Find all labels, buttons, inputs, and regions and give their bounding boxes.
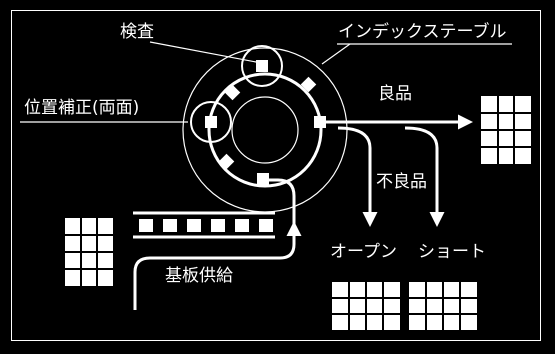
leader-inspection	[149, 41, 257, 63]
label-short: ショート	[418, 242, 486, 262]
supply-arrow	[133, 221, 302, 310]
label-open: オープン	[330, 242, 397, 262]
open-arrow	[337, 126, 378, 227]
station-output	[314, 116, 326, 128]
station-inspection	[256, 60, 268, 72]
short-arrow	[404, 126, 445, 227]
station-correction	[205, 116, 217, 128]
board-conveyor	[133, 211, 275, 239]
station-input	[257, 173, 269, 185]
inspection-station-ring	[241, 45, 283, 87]
label-board-supply: 基板供給	[165, 266, 233, 286]
label-position-correction: 位置補正(両面)	[24, 98, 140, 118]
label-defective: 不良品	[376, 172, 427, 192]
label-good: 良品	[378, 84, 412, 104]
transfer-path	[207, 72, 323, 188]
leader-index-table	[321, 43, 351, 65]
correction-station-ring	[190, 101, 232, 143]
label-inspection: 検査	[120, 22, 154, 42]
supply-return	[269, 178, 296, 229]
diagram-frame	[11, 10, 541, 341]
index-table-hub	[231, 96, 299, 164]
diamond-marker	[218, 153, 235, 170]
diamond-marker	[224, 84, 241, 101]
label-index-table: インデックステーブル	[338, 22, 507, 42]
